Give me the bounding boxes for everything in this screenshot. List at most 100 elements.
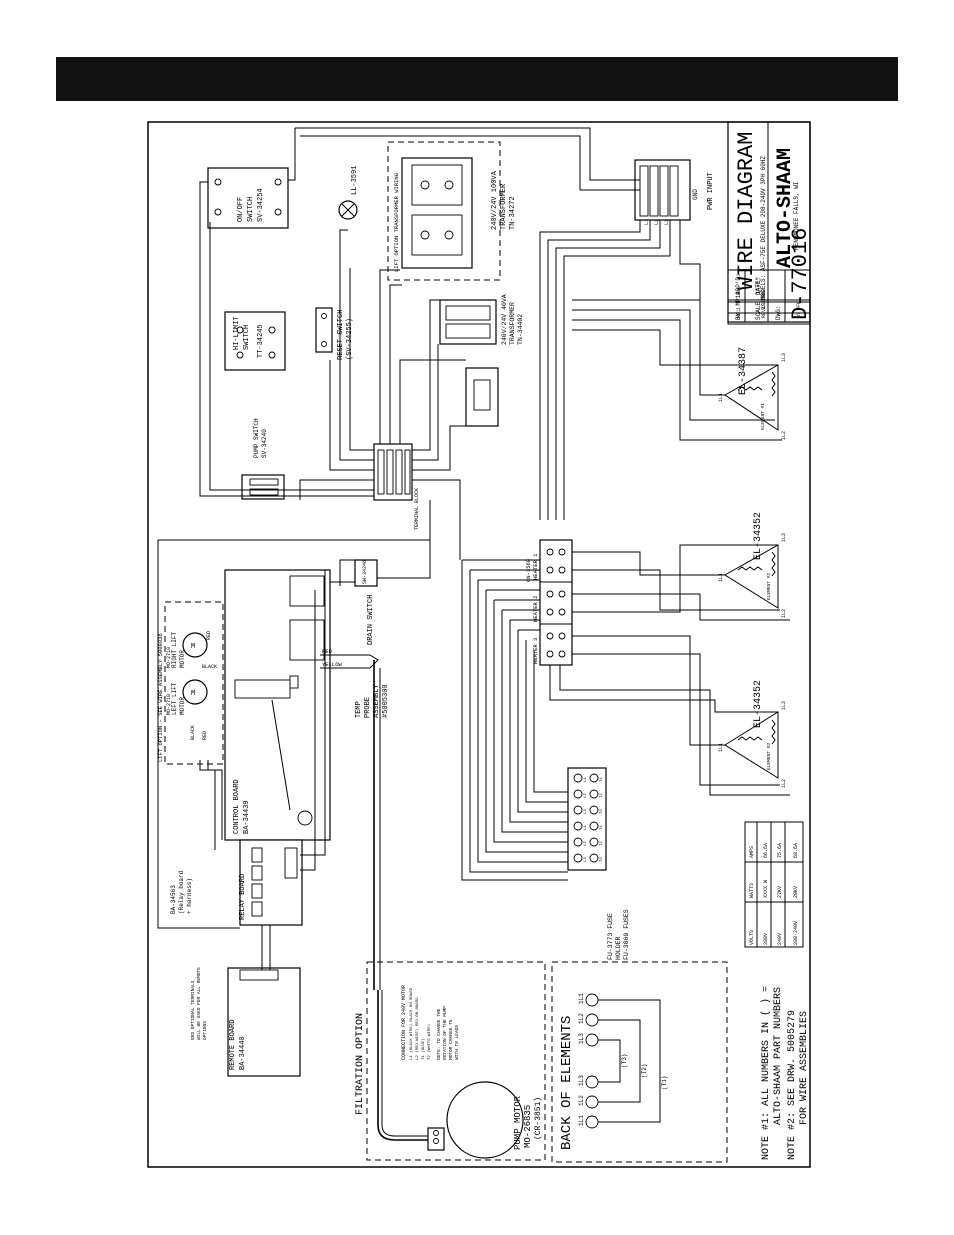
lift-transformer-rating: 240V/24V 100VA (491, 170, 499, 230)
remote-note-1: RED OPTIONAL TERMINALS (190, 980, 196, 1040)
row2-volts: 240V (777, 933, 783, 945)
fuse-terminal (589, 773, 599, 783)
on-off-switch: ON/OFF SWITCH SV-34254 (207, 167, 289, 229)
right-lift-part: MO-2710 (166, 647, 172, 668)
rotation-note-3: MOTOR CHANGE T5 (448, 1019, 454, 1060)
date-field: DATE: (755, 277, 762, 295)
element-1-name: ELEMENT #1 (760, 403, 766, 430)
fuse-terminal-label: L1 (584, 777, 588, 782)
fuse-terminal-label: T3 (600, 809, 604, 814)
note-2-line-2: FOR WIRE ASSEMBLIES (799, 1011, 810, 1125)
rev-header-no: NO. (736, 309, 742, 318)
wire-black-2: BLACK (202, 664, 217, 670)
fuse-terminal-label: L2 (584, 793, 588, 798)
fuse-holder-label-1: FU-3773 FUSE (607, 913, 614, 960)
lift-option: M M LIFT OPTION - SEE WIRE ASSEMBLY 5009… (157, 601, 224, 765)
element-2-name: ELEMENT #2 (766, 573, 772, 600)
wiring (157, 127, 790, 990)
lift-light: LL-3591 (338, 166, 359, 220)
note-2-line-1: NOTE #2: SEE DRW. 5005279 (787, 1010, 798, 1160)
relay-board-note-1: (Relay board (178, 870, 185, 914)
element-1-part: EL-34387 (738, 347, 749, 395)
back-of-elements: BACK OF ELEMENTS 1L1 1L2 1L3 1L1 1L2 1L3… (551, 961, 728, 1163)
fuse-terminal (573, 853, 583, 863)
element-3-l3: 1L3 (781, 701, 787, 710)
drain-switch-label: DRAIN SWITCH (367, 595, 375, 645)
contactor-stack: CN-3560 HEATER 1 HEATER 2 HEATER 3 (525, 539, 573, 666)
element-3-l1: 1L1 (718, 743, 724, 752)
contactor-heater-2: HEATER 2 (532, 596, 539, 622)
power-input-block: PWR INPUT GND L1 L2 L3 (634, 159, 715, 225)
connection-title: CONNECTION FOR 240V MOTOR (401, 985, 407, 1060)
element-1-l2: 1L2 (781, 431, 787, 440)
page-header-bar (56, 57, 898, 101)
control-board-part: BA-34439 (243, 800, 251, 834)
drawing-number: D-77016 (788, 228, 813, 320)
control-board: CONTROL BOARD BA-34439 RED YELLOW (224, 569, 379, 841)
title-block: WIRE DIAGRAM MODELS: ASF-75E DELUXE 208-… (727, 121, 813, 325)
l2-label: L2 (654, 219, 660, 225)
right-lift-motor: MOTOR (179, 650, 186, 668)
group-t3: (T3) (621, 1054, 628, 1068)
rev-header-by: BY (796, 312, 802, 318)
drain-switch-part: SW-34246 (362, 560, 368, 584)
lift-transformer: LIFT OPTION TRANSFORMER WIRING 240V/24V … (387, 141, 517, 281)
relay-board-note-2: + harness) (186, 878, 193, 914)
volts-header: VOLTS (749, 930, 755, 945)
pump-motor-part: MO-26835 (523, 1105, 533, 1148)
rev-row-date: 7/11/08 (761, 289, 767, 310)
back-terminal-l3: 1L3 (578, 1033, 585, 1044)
row2-amps: 75.6A (777, 843, 783, 858)
fuse-terminal-label: T1 (600, 777, 604, 782)
fuse-terminal (589, 837, 599, 847)
on-off-label-1: ON/OFF (237, 197, 245, 222)
rev-row-no: 1 (736, 307, 742, 310)
wire-yellow-label: YELLOW (322, 661, 343, 668)
row3-watts: 29KV (793, 886, 799, 898)
remote-note-2: WILL BE USED FOR ALL REMOTE (196, 967, 202, 1040)
relay-board-part: BA-34563 (170, 885, 177, 914)
control-transformer-label: TRANSFORMER (509, 302, 516, 345)
temp-probe-line-2: PROBE (364, 697, 372, 718)
rev-row-by: JFK (796, 301, 802, 310)
group-t1: (T1) (661, 1076, 668, 1090)
temp-probe-line-1: TEMP (355, 701, 363, 718)
fuse-terminal (589, 853, 599, 863)
back-terminal-l1b: 1L1 (578, 1115, 585, 1126)
fuse-holder-label-3: FU-3860 FUSES (623, 909, 630, 960)
wire-red-label: RED (322, 648, 333, 655)
pump-motor-label: PUMP MOTOR (513, 1095, 523, 1150)
wire-black-1: BLACK (190, 725, 196, 740)
on-off-label-2: SWITCH (247, 197, 255, 222)
pump-switch-label-2: SV-34240 (261, 429, 268, 458)
control-transformer: 240V/24V 40VA TRANSFORMER TN-34402 (439, 294, 524, 345)
remote-board-part: BA-34440 (239, 1036, 247, 1070)
back-of-elements-title: BACK OF ELEMENTS (559, 1016, 575, 1150)
element-2-part: EL-34352 (753, 512, 764, 560)
title-text: WIRE DIAGRAM (734, 132, 759, 290)
left-motor-symbol: M (191, 690, 195, 698)
element-2-l3: 1L3 (781, 533, 787, 542)
element-1: EL-34387 ELEMENT #1 1L1 1L2 1L3 (718, 347, 787, 440)
filtration-title: FILTRATION OPTION (355, 1013, 366, 1115)
control-transformer-part: TN-34402 (517, 314, 524, 345)
element-3-part: EL-34352 (753, 680, 764, 728)
relay-board-label: RELAY BOARD (239, 874, 247, 920)
control-transformer-rating: 240V/24V 40VA (501, 294, 508, 345)
contactor-heater-3: HEATER 3 (532, 638, 539, 664)
element-3-l2: 1L2 (781, 779, 787, 788)
fuse-terminal-label: T3 (600, 857, 604, 862)
fuse-terminal (573, 773, 583, 783)
fuse-terminal-label: T1 (600, 825, 604, 830)
lift-transformer-label: TRANSFORMER (500, 183, 508, 230)
remote-board-label: REMOTE BOARD (229, 1020, 237, 1070)
by-field: BY: MP19 (735, 291, 742, 320)
fuse-terminal (573, 837, 583, 847)
element-3: EL-34352 ELEMENT #3 1L1 1L2 1L3 (718, 680, 787, 788)
left-lift-part: MO-2710 (166, 694, 172, 715)
right-lift-label: RIGHT LIFT (171, 632, 178, 668)
fuse-terminal (589, 805, 599, 815)
element-1-l1: 1L1 (718, 393, 724, 402)
row3-volts: 208-240V (793, 921, 799, 945)
